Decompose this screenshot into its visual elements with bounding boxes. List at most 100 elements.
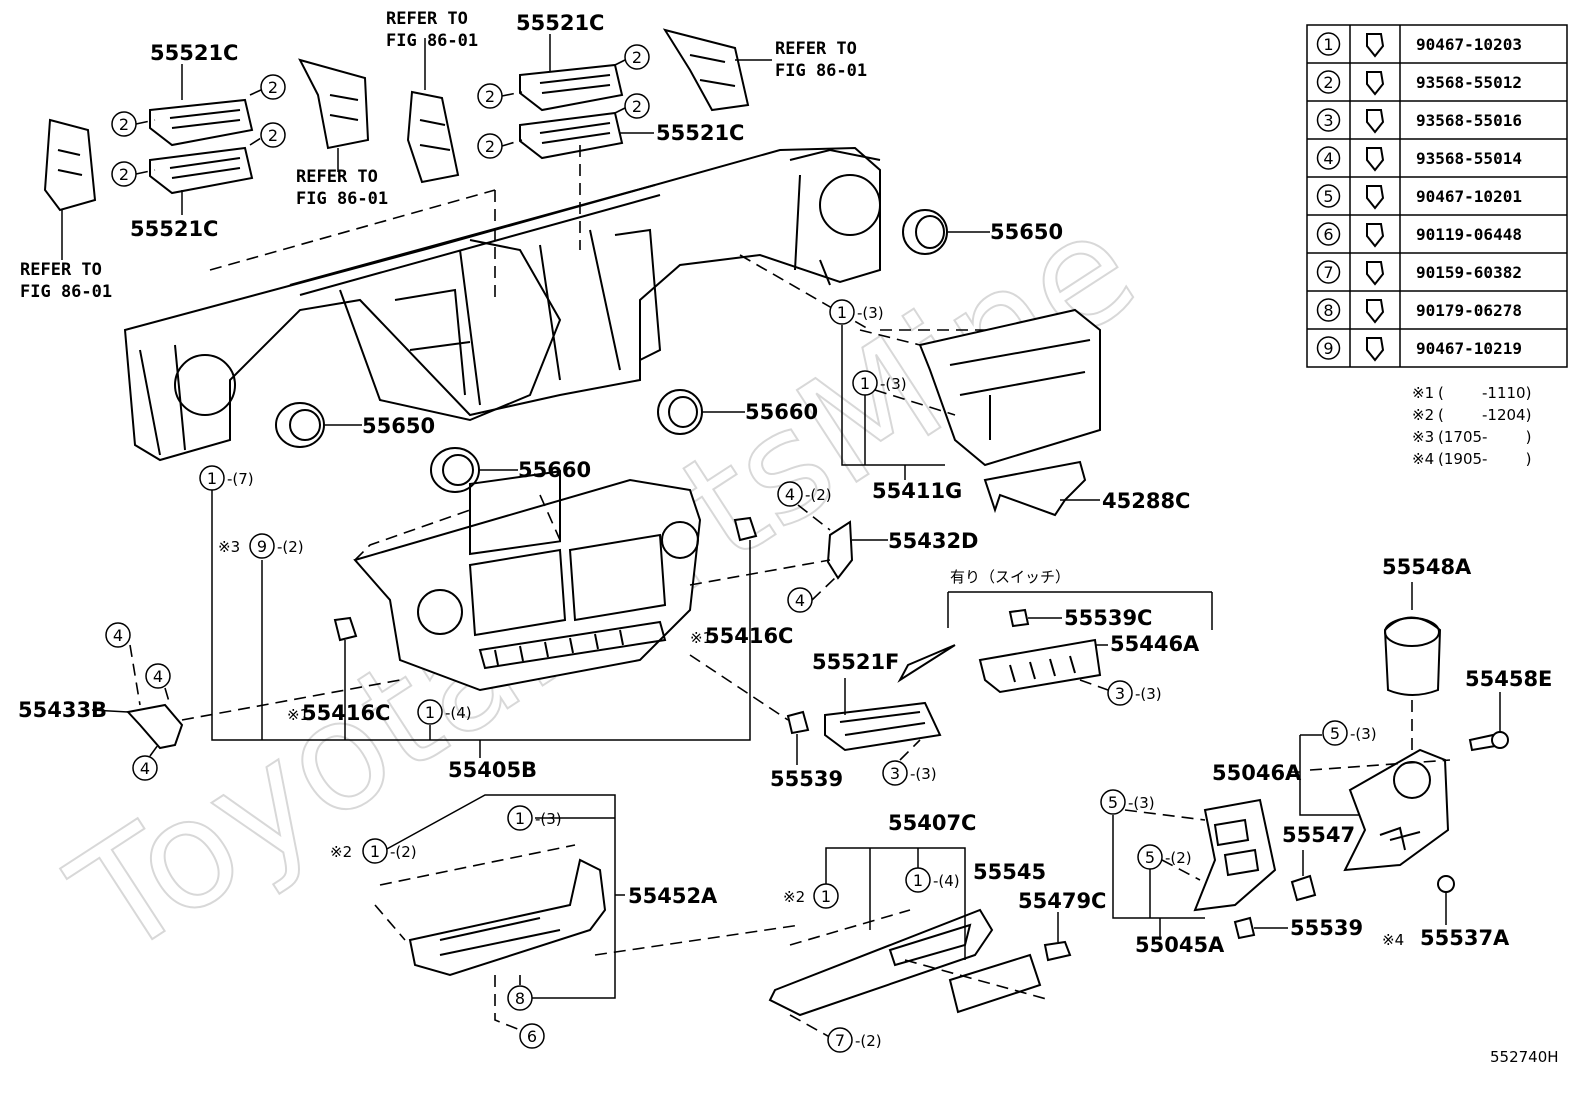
qty-q6: -(4) (445, 704, 472, 722)
svg-text:1: 1 (425, 703, 435, 722)
clip-55539-a[interactable] (786, 710, 810, 735)
table-row-callout (1316, 70, 1341, 94)
svg-text:1: 1 (821, 887, 831, 906)
label-55452a: 55452A (628, 884, 718, 908)
qty-q3: -(7) (227, 470, 254, 488)
table-row-part-number: 90159-60382 (1416, 263, 1522, 282)
label-55521c-a: 55521C (150, 41, 238, 65)
label-55521c-c: 55521C (516, 11, 604, 35)
callout-1 (829, 299, 855, 325)
label-55548a: 55548A (1382, 555, 1472, 579)
footnote-3-mark: ※3 (1412, 428, 1434, 446)
register-55521c-lower-center[interactable] (519, 111, 624, 160)
plug-55537a[interactable] (1437, 875, 1455, 893)
table-row-number: 5 (1323, 187, 1333, 206)
cluster-hood-55411g[interactable] (918, 308, 1101, 467)
label-55446a: 55446A (1110, 632, 1200, 656)
vent-55650-left[interactable] (275, 402, 325, 448)
table-row-part-number: 90467-10219 (1416, 339, 1522, 358)
qty-q10: -(3) (1128, 794, 1155, 812)
fastener-icon (1366, 261, 1385, 286)
label-55650-left: 55650 (362, 414, 435, 438)
label-55479c: 55479C (1018, 889, 1106, 913)
clip-55416c-left[interactable] (333, 616, 358, 642)
mark-m2b: ※2 (783, 888, 805, 906)
bracket-right-top (662, 28, 750, 112)
panel-55046a[interactable] (1343, 748, 1450, 872)
label-55416c-left: 55416C (302, 701, 390, 725)
label-55411g: 55411G (872, 479, 962, 503)
clip-55539-b[interactable] (1233, 916, 1256, 940)
refer-left-1: REFER TO (20, 260, 102, 280)
refer-center-1: REFER TO (296, 167, 378, 187)
callouts-upper: 2 2 2 2 2 2 2 2 (111, 44, 650, 187)
vent-55660-left[interactable] (430, 447, 480, 493)
switch-panel-55446a[interactable] (978, 638, 1102, 694)
clip-55416c-right[interactable] (733, 516, 758, 542)
qty-q13: -(2) (390, 843, 417, 861)
vent-55660-right[interactable] (657, 389, 703, 435)
label-55660-b: 55660 (518, 458, 591, 482)
footnote-2-mark: ※2 (1412, 406, 1434, 424)
register-55521c-lower-left[interactable] (149, 146, 254, 195)
fastener-icon (1366, 71, 1385, 96)
svg-text:1: 1 (207, 469, 217, 488)
footnotes: ※1 ( -1110) ※2 ( -1204) ※3 (1705- ) ※4 (… (1412, 384, 1531, 468)
label-55405b: 55405B (448, 758, 537, 782)
bracket-center-left (298, 58, 370, 150)
svg-text:3: 3 (1115, 684, 1125, 703)
cap-55547[interactable] (1290, 874, 1317, 902)
svg-text:2: 2 (268, 126, 278, 145)
table-row-callout (1316, 298, 1341, 322)
panel-55433b[interactable] (126, 703, 184, 750)
table-row-part-number: 90119-06448 (1416, 225, 1522, 244)
register-55521c-upper-center[interactable] (519, 63, 624, 112)
mark-m1a: ※1 (690, 629, 712, 647)
label-55432d: 55432D (888, 529, 979, 553)
vent-55650-right[interactable] (902, 209, 948, 255)
switch-55539c[interactable] (1008, 608, 1030, 628)
door-55545[interactable] (948, 953, 1042, 1014)
label-55046a: 55046A (1212, 761, 1302, 785)
panel-55045a[interactable] (1193, 798, 1277, 912)
footnote-1-range: ( -1110) (1438, 384, 1531, 402)
bolt-55458e[interactable] (1468, 731, 1509, 752)
cluster-panel-55405b[interactable] (353, 470, 702, 692)
table-row-callout (1316, 146, 1341, 170)
lower-panel-55452a[interactable] (408, 858, 607, 977)
refer-top-1: REFER TO (386, 9, 468, 29)
svg-text:4: 4 (153, 667, 163, 686)
qty-q15: -(2) (855, 1032, 882, 1050)
label-55045a: 55045A (1135, 933, 1225, 957)
table-row-number: 6 (1323, 225, 1333, 244)
svg-text:4: 4 (785, 485, 795, 504)
dashboard-frame[interactable] (123, 146, 881, 462)
qty-q7: -(3) (1135, 685, 1162, 703)
mark-m2a: ※2 (330, 843, 352, 861)
svg-text:5: 5 (1145, 848, 1155, 867)
table-row-part-number: 93568-55012 (1416, 73, 1522, 92)
clip-55479c[interactable] (1043, 940, 1072, 962)
fastener-icon (1366, 109, 1385, 134)
table-row-part-number: 90467-10203 (1416, 35, 1522, 54)
table-row-number: 4 (1323, 149, 1333, 168)
table-row-number: 8 (1323, 301, 1333, 320)
label-55407c: 55407C (888, 811, 976, 835)
qty-q1: -(3) (857, 304, 884, 322)
pocket-55521f[interactable] (824, 701, 942, 752)
label-55458e: 55458E (1465, 667, 1552, 691)
qty-q14: -(4) (933, 872, 960, 890)
mark-m4: ※4 (1382, 931, 1404, 949)
bracket-left (43, 118, 97, 212)
fastener-icon (1366, 299, 1385, 324)
cover-45288c[interactable] (983, 460, 1087, 517)
svg-text:6: 6 (527, 1027, 537, 1046)
qty-q12: -(3) (535, 810, 562, 828)
register-55521c-upper-left[interactable] (149, 98, 254, 147)
panel-55432d[interactable] (826, 520, 854, 580)
footnote-4-mark: ※4 (1412, 450, 1434, 468)
svg-text:5: 5 (1108, 793, 1118, 812)
cup-holder-55548a[interactable] (1383, 616, 1442, 696)
table-row-callout (1316, 336, 1341, 360)
